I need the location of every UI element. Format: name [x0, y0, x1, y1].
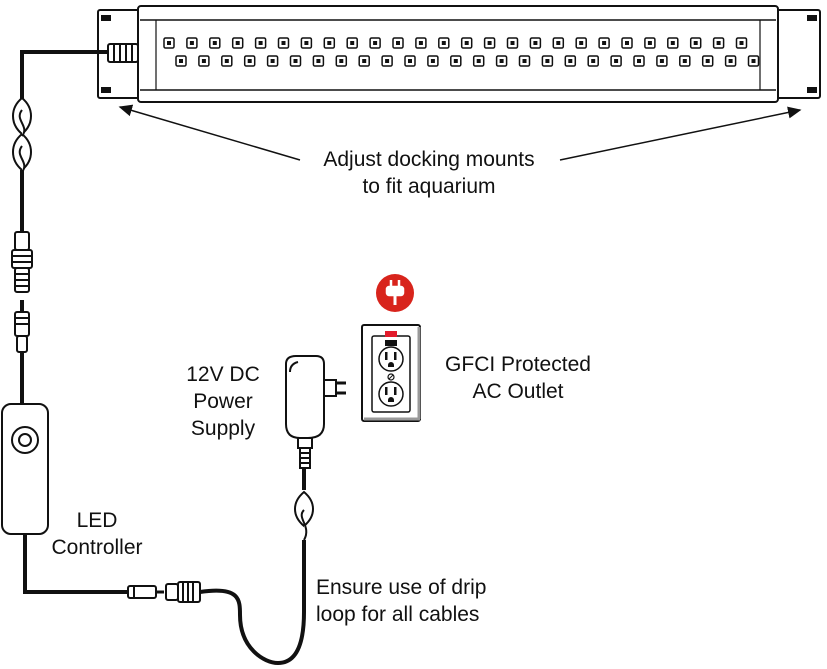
- led-emitter-core: [499, 59, 504, 63]
- led-emitter-core: [281, 41, 286, 45]
- led-emitter-core: [418, 41, 423, 45]
- outlet-receptacle-top: [378, 346, 404, 372]
- outlet-label: GFCI Protected AC Outlet: [428, 351, 608, 405]
- led-emitter-core: [670, 41, 675, 45]
- controller-label-line-1: LED: [76, 509, 118, 532]
- led-emitter-core: [212, 41, 217, 45]
- led-emitter-core: [247, 59, 252, 63]
- power-supply-label-line-2: Power: [193, 390, 253, 413]
- outlet-label-line-1: GFCI Protected: [445, 353, 591, 376]
- led-emitter-core: [350, 41, 355, 45]
- led-emitter-core: [625, 41, 629, 45]
- led-emitter-core: [316, 59, 321, 63]
- outlet-receptacle-bottom: [378, 381, 404, 407]
- right-docking-mount: [774, 9, 821, 99]
- led-emitter-core: [522, 59, 527, 63]
- power-supply-cable: [199, 468, 306, 666]
- led-emitter-core: [591, 59, 596, 63]
- led-emitter-core: [385, 59, 390, 63]
- led-emitter-core: [235, 41, 240, 45]
- led-emitter-core: [430, 59, 435, 63]
- led-emitter-core: [682, 59, 687, 63]
- led-emitter-core: [189, 41, 194, 45]
- controller-label: LED Controller: [36, 507, 158, 561]
- led-emitter-core: [339, 59, 344, 63]
- gfci-outlet: [361, 324, 421, 422]
- controller-cable: [23, 534, 128, 594]
- led-emitter-core: [693, 41, 698, 45]
- power-supply-adapter: [285, 355, 346, 469]
- led-light-fixture: [97, 5, 821, 103]
- fixture-cord-connector: [107, 43, 139, 63]
- led-emitter-core: [293, 59, 298, 63]
- led-emitter-core: [716, 41, 721, 45]
- led-emitter-core: [647, 41, 652, 45]
- led-emitter-core: [408, 59, 412, 63]
- outlet-reset-button: [385, 340, 397, 346]
- fixture-cable-coil: [12, 96, 32, 182]
- arrow-left: [118, 104, 301, 161]
- docking-label-line-1: Adjust docking mounts: [323, 148, 535, 171]
- fixture-cable: [20, 50, 108, 404]
- drip-loop-label-line-2: loop for all cables: [316, 603, 480, 626]
- outlet-label-line-2: AC Outlet: [472, 380, 564, 403]
- led-emitter-core: [464, 41, 469, 45]
- led-emitter-core: [373, 41, 378, 45]
- docking-mounts-label: Adjust docking mounts to fit aquarium: [296, 146, 562, 200]
- controller-label-line-2: Controller: [51, 536, 143, 559]
- led-emitter-core: [556, 41, 561, 45]
- dc-barrel-connector: [127, 581, 201, 603]
- led-emitter-core: [545, 59, 550, 63]
- led-emitter-core: [637, 59, 641, 63]
- led-emitter-core: [167, 41, 171, 45]
- drip-loop-label: Ensure use of drip loop for all cables: [316, 574, 526, 628]
- led-emitter-core: [396, 41, 400, 45]
- led-emitter-core: [602, 41, 607, 45]
- led-emitter-core: [441, 41, 446, 45]
- drip-loop-label-line-1: Ensure use of drip: [316, 576, 487, 599]
- led-emitter-core: [453, 59, 458, 63]
- led-emitter-core: [476, 59, 481, 63]
- led-emitter-core: [751, 59, 756, 63]
- outlet-test-button: [385, 331, 397, 337]
- led-controller: [1, 403, 49, 535]
- led-emitter-core: [614, 59, 619, 63]
- led-emitter-core: [728, 59, 733, 63]
- led-emitter-core: [659, 59, 664, 63]
- led-emitter-core: [224, 59, 229, 63]
- led-emitter-core: [304, 41, 309, 45]
- docking-adjust-arrows: [118, 104, 802, 161]
- arrow-right: [559, 106, 802, 161]
- power-supply-label-line-3: Supply: [190, 417, 256, 440]
- docking-label-line-2: to fit aquarium: [362, 175, 496, 198]
- led-emitter-core: [487, 41, 492, 45]
- led-emitter-core: [258, 41, 263, 45]
- led-emitter-core: [533, 41, 538, 45]
- led-emitter-core: [270, 59, 275, 63]
- led-emitter-core: [179, 59, 183, 63]
- led-emitter-core: [579, 41, 584, 45]
- led-emitter-core: [705, 59, 710, 63]
- power-supply-label-line-1: 12V DC: [186, 363, 260, 386]
- led-emitter-core: [201, 59, 206, 63]
- led-emitter-core: [362, 59, 367, 63]
- plug-icon: [376, 274, 414, 312]
- inline-connector: [11, 231, 33, 353]
- led-emitter-core: [568, 59, 573, 63]
- led-emitter-core: [327, 41, 332, 45]
- led-emitter-core: [739, 41, 744, 45]
- power-supply-label: 12V DC Power Supply: [168, 361, 278, 442]
- led-array: [163, 37, 760, 67]
- led-emitter-core: [510, 41, 515, 45]
- power-supply-cable-coil: [294, 490, 314, 541]
